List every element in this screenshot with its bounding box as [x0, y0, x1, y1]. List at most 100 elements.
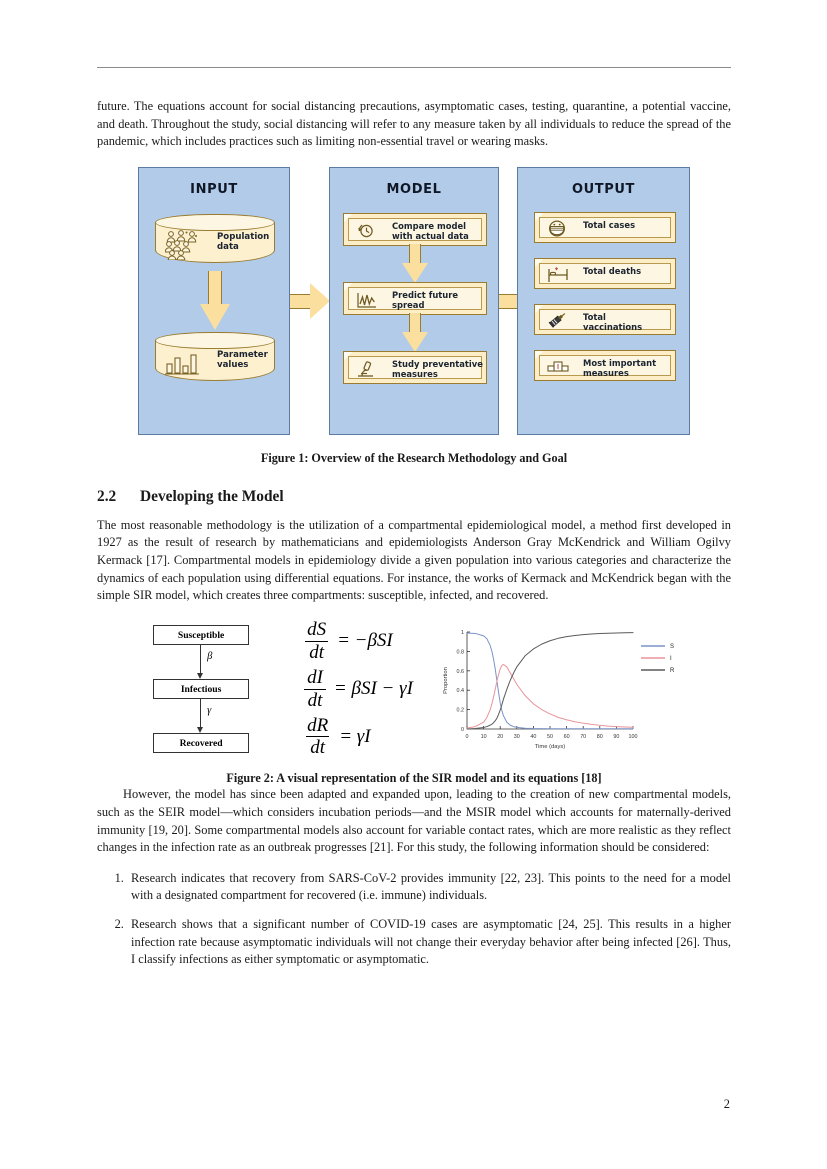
- cylinder-population-label: Population data: [217, 231, 270, 253]
- podium-icon: [547, 361, 569, 372]
- transition-beta-label: β: [207, 651, 213, 663]
- sir-compartment-diagram: Susceptible β Infectious γ Recovered: [153, 625, 277, 754]
- arrow-shaft: [499, 293, 521, 309]
- microscope-icon: [358, 361, 373, 377]
- svg-text:0.8: 0.8: [456, 649, 464, 655]
- output-total-cases-label: Total cases: [583, 219, 636, 230]
- arrow-head: [402, 262, 428, 283]
- transition-line-2: [200, 699, 202, 729]
- transition-arrowhead-2: [197, 727, 204, 734]
- model-step-compare: Compare model with actual data: [343, 212, 487, 246]
- section-paragraph: The most reasonable methodology is the u…: [97, 517, 731, 603]
- model-step-compare-label: Compare model with actual data: [392, 220, 469, 241]
- output-total-vaccinations: Total vaccinations: [534, 303, 676, 335]
- consideration-list: Research indicates that recovery from SA…: [97, 870, 731, 969]
- svg-text:0: 0: [465, 734, 468, 740]
- numerator: dS: [307, 618, 327, 640]
- equation-dr-dt: dR dt = γI: [303, 714, 413, 759]
- list-item: Research indicates that recovery from SA…: [127, 870, 731, 905]
- figure-2-caption: Figure 2: A visual representation of the…: [226, 771, 602, 786]
- figure-1-caption: Figure 1: Overview of the Research Metho…: [260, 450, 568, 465]
- arrow-input-down: [199, 270, 231, 331]
- cylinder-parameter-values: Parameter values: [155, 331, 275, 388]
- arrow-input-to-model: [290, 281, 330, 320]
- panel-output-title: OUTPUT: [571, 181, 636, 197]
- denominator: dt: [303, 688, 327, 711]
- panel-input: INPUT: [138, 166, 290, 435]
- arrow-model-2: [401, 312, 429, 353]
- figure-1: INPUT: [97, 166, 731, 435]
- svg-text:0.6: 0.6: [456, 668, 464, 674]
- output-total-vaccinations-label: Total vaccinations: [583, 311, 643, 332]
- fraction: dI dt: [303, 666, 327, 711]
- svg-text:R: R: [670, 668, 675, 674]
- cylinder-parameter-label: Parameter values: [217, 349, 268, 371]
- people-crowd-icon: [165, 229, 197, 260]
- panel-model-title: MODEL: [386, 181, 442, 197]
- arrow-shaft: [409, 243, 421, 264]
- model-step-predict-label: Predict future spread: [392, 289, 459, 310]
- transition-line-1: [200, 645, 202, 675]
- svg-text:30: 30: [514, 734, 520, 740]
- panel-input-title: INPUT: [190, 181, 238, 197]
- equation-ds-dt: dS dt = −βSI: [303, 618, 413, 663]
- figure-2: Susceptible β Infectious γ Recovered dS …: [97, 618, 731, 759]
- equation-rhs: = −βSI: [337, 630, 393, 652]
- arrow-head: [310, 282, 330, 319]
- numerator: dR: [307, 714, 329, 736]
- svg-text:60: 60: [564, 734, 570, 740]
- svg-text:0.2: 0.2: [456, 707, 464, 713]
- bar-chart-icon: [165, 354, 199, 375]
- header-rule: [97, 67, 731, 68]
- arrow-shaft: [208, 270, 222, 305]
- hospital-bed-icon: [548, 266, 568, 282]
- output-most-important-measures: Most important measures: [534, 349, 676, 381]
- svg-text:40: 40: [530, 734, 536, 740]
- svg-text:S: S: [670, 644, 674, 650]
- cylinder-top: [155, 331, 275, 349]
- model-step-study-label: Study preventative measures: [392, 358, 483, 379]
- intro-paragraph: future. The equations account for social…: [97, 99, 731, 149]
- transition-arrowhead-1: [197, 673, 204, 680]
- page-number: 2: [723, 1097, 730, 1111]
- svg-text:20: 20: [497, 734, 503, 740]
- compartment-infectious: Infectious: [153, 679, 250, 700]
- numerator: dI: [307, 666, 323, 688]
- arrow-head: [200, 303, 230, 330]
- svg-text:50: 50: [547, 734, 553, 740]
- model-step-study: Study preventative measures: [343, 350, 487, 384]
- cylinder-population-data: Population data: [155, 213, 275, 270]
- output-total-deaths-label: Total deaths: [583, 265, 642, 276]
- model-step-predict: Predict future spread: [343, 281, 487, 315]
- denominator: dt: [306, 736, 330, 758]
- fraction: dS dt: [303, 618, 330, 663]
- face-mask-icon: [548, 220, 566, 237]
- arrow-shaft: [409, 312, 421, 333]
- denominator: dt: [305, 640, 328, 663]
- svg-text:0: 0: [461, 727, 464, 733]
- list-item: Research shows that a significant number…: [127, 916, 731, 969]
- section-number: 2.2: [97, 487, 117, 505]
- arrow-shaft: [290, 293, 312, 309]
- line-graph-icon: [357, 292, 376, 308]
- equation-di-dt: dI dt = βSI − γI: [303, 666, 413, 711]
- output-total-deaths: Total deaths: [534, 257, 676, 289]
- svg-text:0.4: 0.4: [456, 688, 464, 694]
- syringe-icon: [548, 312, 566, 328]
- svg-text:90: 90: [613, 734, 619, 740]
- equation-rhs: = βSI − γI: [333, 678, 413, 700]
- svg-text:I: I: [670, 656, 672, 662]
- section-heading: 2.2 Developing the Model: [97, 488, 731, 506]
- compartment-susceptible: Susceptible: [153, 625, 250, 646]
- cylinder-top: [155, 213, 275, 231]
- svg-text:80: 80: [597, 734, 603, 740]
- equation-rhs: = γI: [339, 725, 371, 747]
- svg-text:100: 100: [628, 734, 637, 740]
- after-figure2-paragraph: However, the model has since been adapte…: [97, 787, 731, 855]
- section-title: Developing the Model: [140, 487, 284, 505]
- arrow-model-1: [401, 243, 429, 284]
- svg-text:10: 10: [481, 734, 487, 740]
- svg-text:70: 70: [580, 734, 586, 740]
